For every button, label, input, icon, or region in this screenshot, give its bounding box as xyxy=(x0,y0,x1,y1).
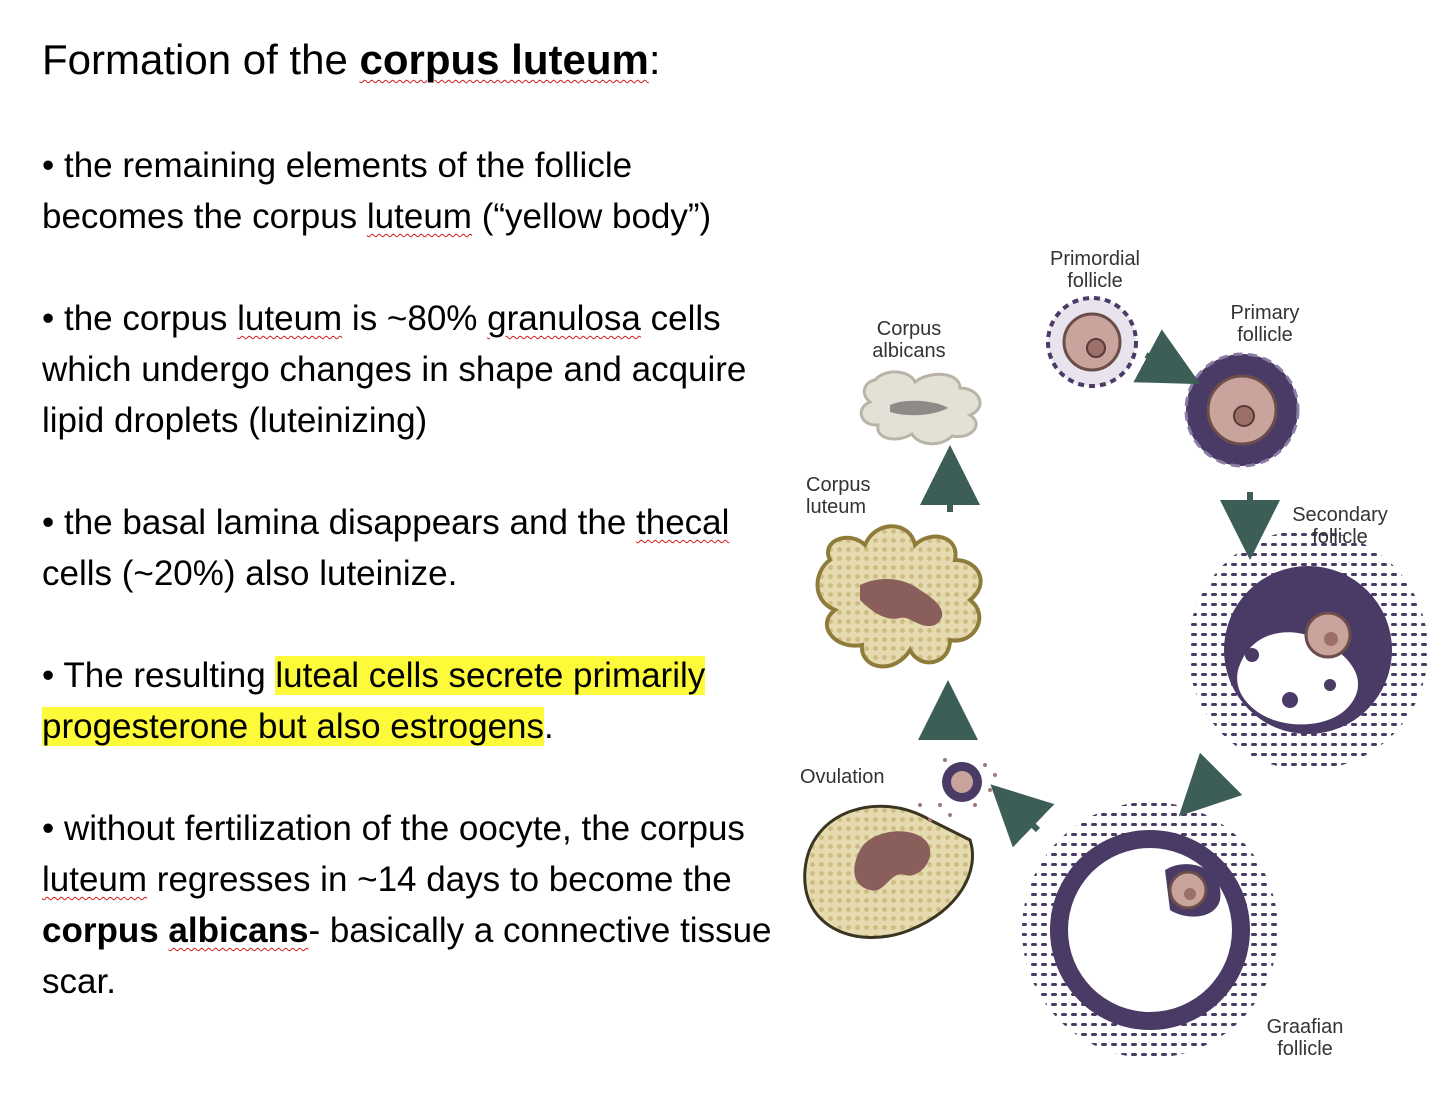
bullet-item: • without fertilization of the oocyte, t… xyxy=(42,809,772,1001)
corpus-albicans xyxy=(859,370,982,446)
graafian-label: Graafian follicle xyxy=(1266,1016,1344,1060)
graafian-follicle xyxy=(1022,802,1278,1058)
bullet-item: • The resulting luteal cells secrete pri… xyxy=(42,656,706,746)
primary-label: Primary follicle xyxy=(1230,302,1300,346)
corpus-luteum-label: Corpus luteum xyxy=(806,474,871,518)
diagram-svg xyxy=(803,296,1428,1058)
bullet-item: • the remaining elements of the follicle… xyxy=(42,146,712,236)
cycle-arrows xyxy=(918,329,1280,848)
primary-follicle xyxy=(1184,352,1300,468)
slide-title: Formation of the corpus luteum: xyxy=(42,36,661,83)
corpus-albicans-label: Corpus albicans xyxy=(872,318,946,362)
corpus-luteum xyxy=(815,524,983,669)
bullet-item: • the corpus luteum is ~80% granulosa ce… xyxy=(42,299,747,440)
bullet-item: • the basal lamina disappears and the th… xyxy=(42,503,730,593)
secondary-follicle xyxy=(1188,530,1428,770)
ovarian-cycle-diagram: Primordial follicle Primary follicle Sec… xyxy=(790,230,1440,1097)
primordial-follicle xyxy=(1046,296,1138,388)
bullet-list: • the remaining elements of the follicle… xyxy=(42,140,782,1007)
title-bold: corpus luteum xyxy=(359,36,649,83)
primordial-label: Primordial follicle xyxy=(1049,248,1141,292)
ovulation-stage xyxy=(803,758,997,939)
ovulation-label: Ovulation xyxy=(800,766,885,788)
secondary-label: Secondary follicle xyxy=(1292,504,1388,548)
